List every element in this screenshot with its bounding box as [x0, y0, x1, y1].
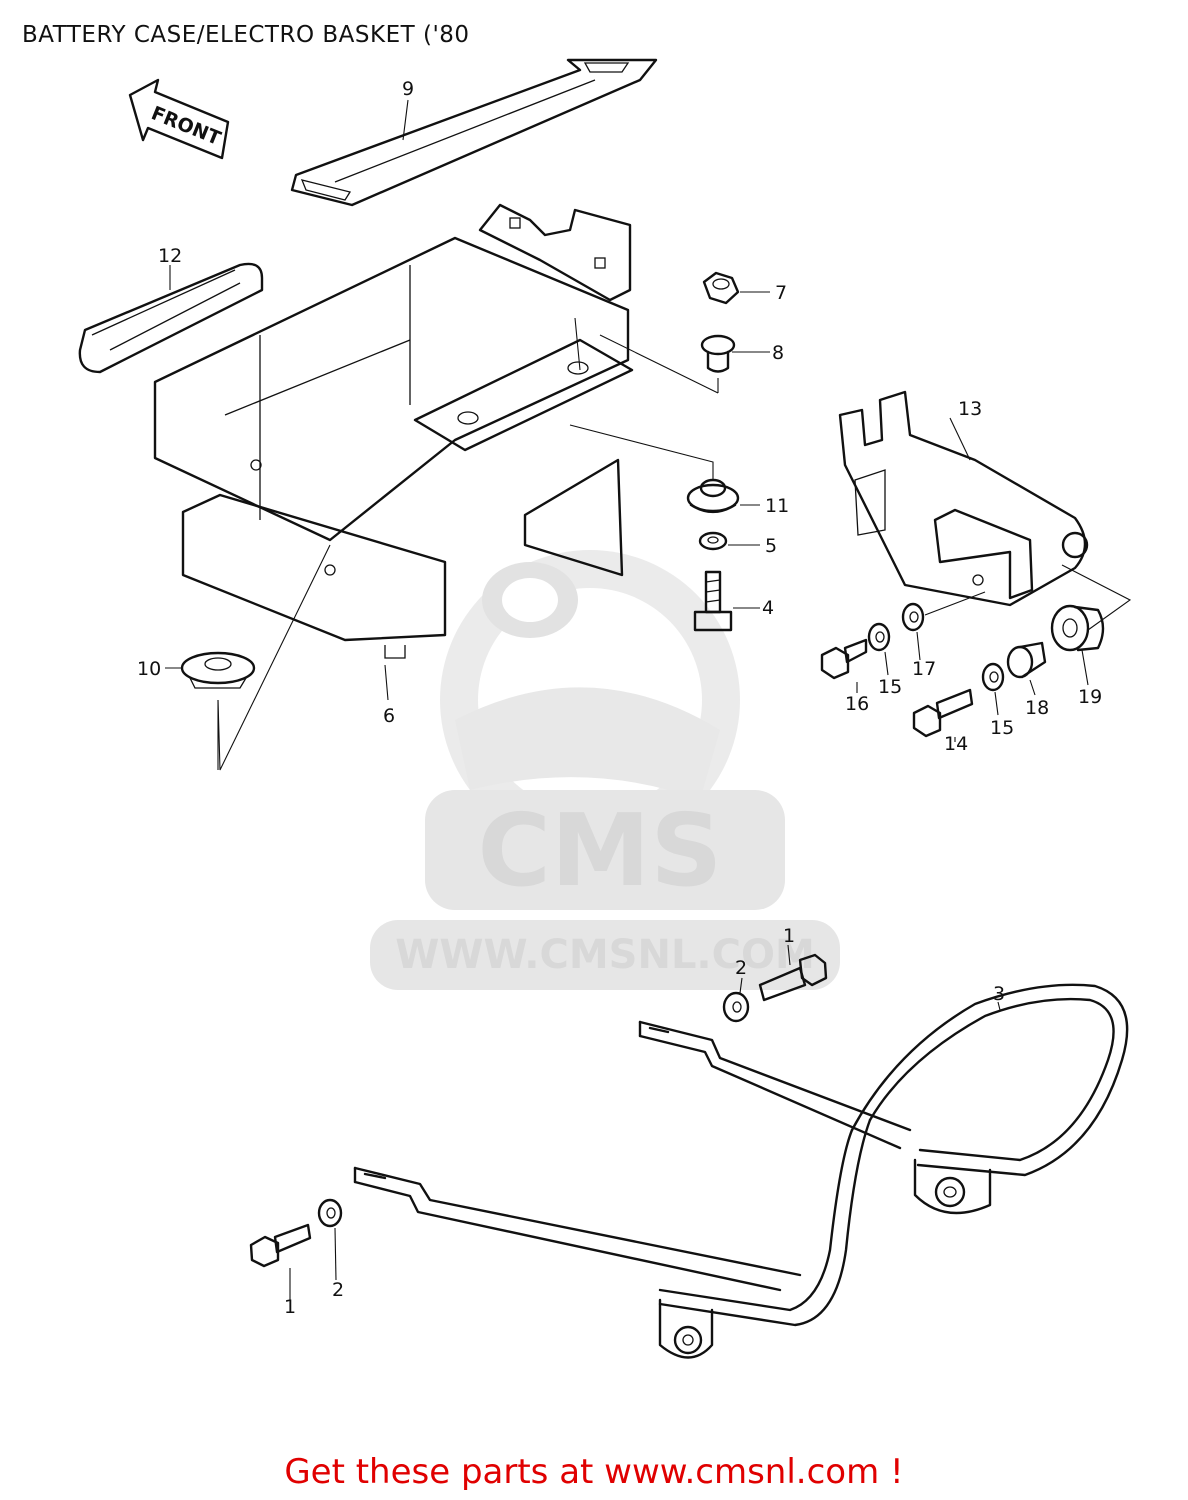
- callout-18: 18: [1025, 697, 1049, 719]
- part-11-damper: [686, 478, 740, 514]
- part-4-bolt: [693, 570, 733, 632]
- page-title: BATTERY CASE/ELECTRO BASKET ('80: [22, 22, 470, 48]
- part-9-strap: [290, 58, 658, 207]
- cms-watermark: CMS WWW.CMSNL.COM: [370, 550, 840, 990]
- callout-10: 10: [137, 658, 161, 680]
- watermark-url-text: WWW.CMSNL.COM: [395, 932, 815, 978]
- callout-4: 4: [762, 597, 774, 619]
- front-arrow: FRONT: [128, 78, 230, 160]
- callout-15b: 15: [990, 717, 1014, 739]
- callout-19: 19: [1078, 686, 1102, 708]
- callout-5: 5: [765, 535, 777, 557]
- part-5-washer: [698, 531, 728, 551]
- callout-1-upper: 1: [783, 925, 795, 947]
- leader-lines: [165, 99, 1132, 1300]
- part-15b-washer: [981, 662, 1005, 692]
- part-2-washer-lower: [317, 1198, 343, 1228]
- footer-cta-link[interactable]: Get these parts at www.cmsnl.com !: [284, 1452, 904, 1492]
- part-18-collar: [1006, 641, 1047, 679]
- watermark-logo-text: CMS: [478, 792, 723, 909]
- part-1-bolt-lower: [249, 1223, 312, 1268]
- part-10-grommet: [180, 651, 256, 689]
- callout-3: 3: [993, 983, 1005, 1005]
- part-17-washer: [901, 602, 925, 632]
- callout-6: 6: [383, 705, 395, 727]
- callout-14: 14: [944, 733, 968, 755]
- callout-2-lower: 2: [332, 1279, 344, 1301]
- part-16-bolt: [820, 638, 868, 680]
- callouts: 9 12 7 8 13 11 5 4 10 6 16 15 17 18 19 1…: [137, 78, 1102, 1318]
- callout-17: 17: [912, 658, 936, 680]
- callout-7: 7: [775, 282, 787, 304]
- part-12-pad: [78, 262, 264, 374]
- part-6-battery-case: [153, 203, 634, 659]
- callout-13: 13: [958, 398, 982, 420]
- part-1-bolt-upper: [758, 953, 828, 1002]
- callout-15a: 15: [878, 676, 902, 698]
- part-15a-washer: [867, 622, 891, 652]
- callout-11: 11: [765, 495, 789, 517]
- part-2-washer-upper: [722, 991, 750, 1023]
- callout-8: 8: [772, 342, 784, 364]
- callout-9: 9: [402, 78, 414, 100]
- callout-12: 12: [158, 245, 182, 267]
- part-3-basket-frame: [353, 983, 1129, 1359]
- part-14-bolt: [912, 688, 974, 738]
- part-7-nut: [702, 271, 740, 305]
- callout-1-lower: 1: [284, 1296, 296, 1318]
- part-8-collar: [700, 334, 736, 373]
- callout-2-upper: 2: [735, 957, 747, 979]
- callout-16: 16: [845, 693, 869, 715]
- part-19-damper: [1050, 604, 1105, 652]
- part-13-bracket: [838, 390, 1089, 607]
